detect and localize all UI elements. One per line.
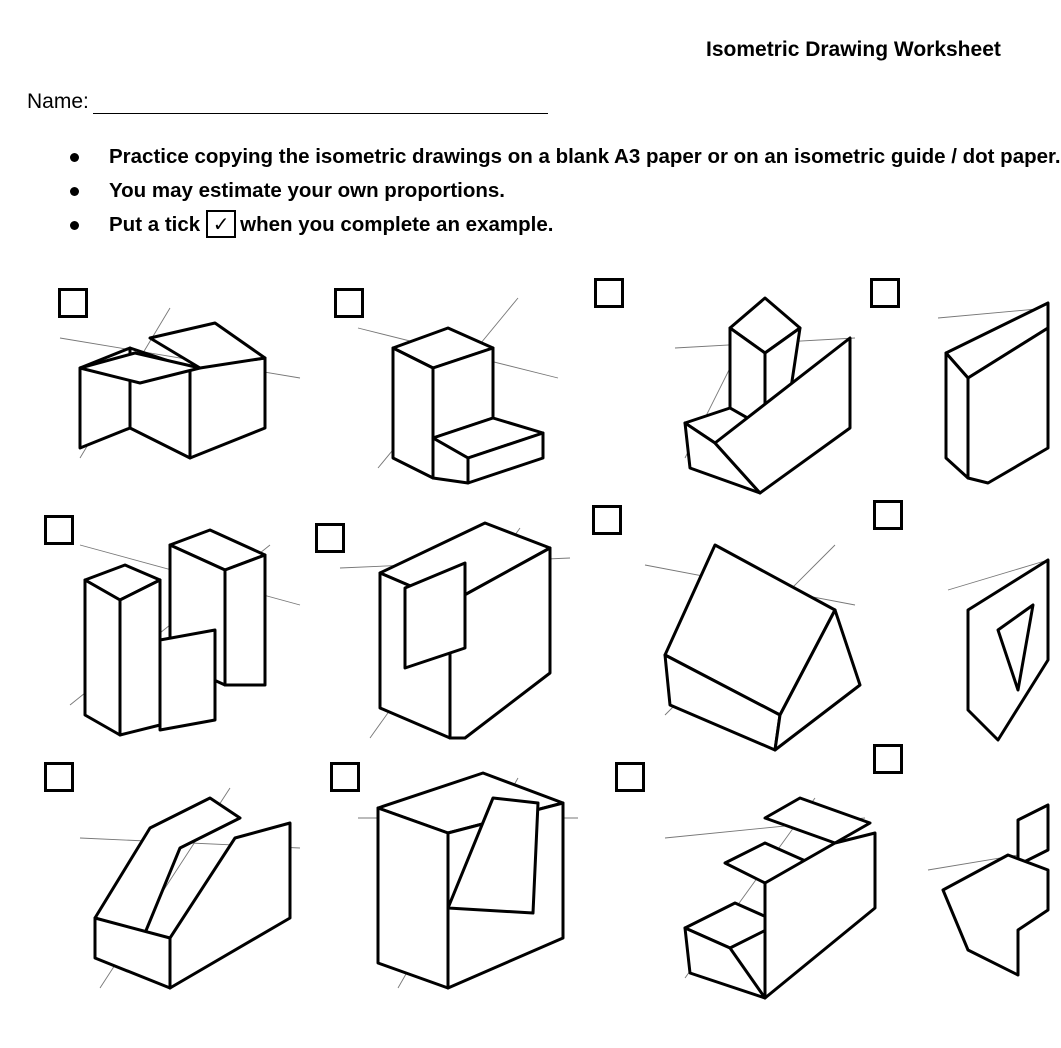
exercise-cell-11: [585, 758, 877, 1008]
instruction-text: You may estimate your own proportions.: [109, 179, 506, 202]
exercise-checkbox-3[interactable]: [594, 278, 624, 308]
isometric-drawing-10: [358, 771, 578, 990]
exercise-checkbox-9[interactable]: [44, 762, 74, 792]
exercise-cell-7: [585, 505, 865, 755]
isometric-drawing-11: [664, 796, 877, 1000]
isometric-drawing-8: [947, 558, 1050, 742]
exercise-checkbox-2[interactable]: [334, 288, 364, 318]
exercise-checkbox-10[interactable]: [330, 762, 360, 792]
isometric-drawing-4: [937, 301, 1050, 485]
isometric-drawing-1: [59, 307, 301, 460]
exercise-cell-1: [40, 268, 310, 498]
exercise-cell-2: [318, 268, 580, 498]
isometric-drawing-6: [339, 521, 571, 740]
isometric-drawing-2: [357, 297, 559, 485]
exercise-checkbox-7[interactable]: [592, 505, 622, 535]
exercise-cell-10: [318, 758, 580, 1003]
bullet-dot: [70, 153, 79, 162]
name-label: Name:: [27, 90, 89, 113]
tick-example-icon: ✓: [206, 209, 237, 238]
isometric-drawing-12: [927, 803, 1050, 977]
isometric-drawing-9: [79, 787, 301, 990]
exercise-cell-3: [585, 268, 865, 503]
exercise-checkbox-4[interactable]: [870, 278, 900, 308]
exercise-cell-6: [310, 508, 580, 753]
bullet-dot: [70, 187, 79, 196]
exercise-cell-12: [868, 740, 1050, 1010]
instruction-item: You may estimate your own proportions.: [70, 176, 1048, 210]
isometric-drawing-7: [644, 543, 862, 752]
instruction-text: Practice copying the isometric drawings …: [109, 145, 1061, 168]
isometric-drawing-3: [674, 296, 856, 495]
exercise-cell-4: [868, 268, 1050, 508]
name-input-line[interactable]: [92, 91, 548, 114]
instruction-item: Put a tick✓when you complete an example.: [70, 209, 1048, 244]
exercise-checkbox-5[interactable]: [44, 515, 74, 545]
exercise-checkbox-6[interactable]: [315, 523, 345, 553]
name-row: Name:: [27, 90, 548, 114]
exercise-cell-8: [868, 500, 1050, 760]
exercise-checkbox-11[interactable]: [615, 762, 645, 792]
instruction-text: when you complete an example.: [240, 213, 554, 236]
page-title: Isometric Drawing Worksheet: [706, 38, 1001, 61]
instruction-item: Practice copying the isometric drawings …: [70, 142, 1061, 176]
instruction-text: Put a tick: [109, 213, 201, 236]
isometric-drawing-5: [69, 528, 301, 737]
exercise-checkbox-1[interactable]: [58, 288, 88, 318]
instruction-list: Practice copying the isometric drawings …: [70, 142, 1061, 244]
exercise-checkbox-12[interactable]: [873, 744, 903, 774]
exercise-cell-9: [40, 758, 310, 1003]
exercise-cell-5: [40, 505, 310, 755]
exercise-checkbox-8[interactable]: [873, 500, 903, 530]
bullet-dot: [70, 221, 79, 230]
